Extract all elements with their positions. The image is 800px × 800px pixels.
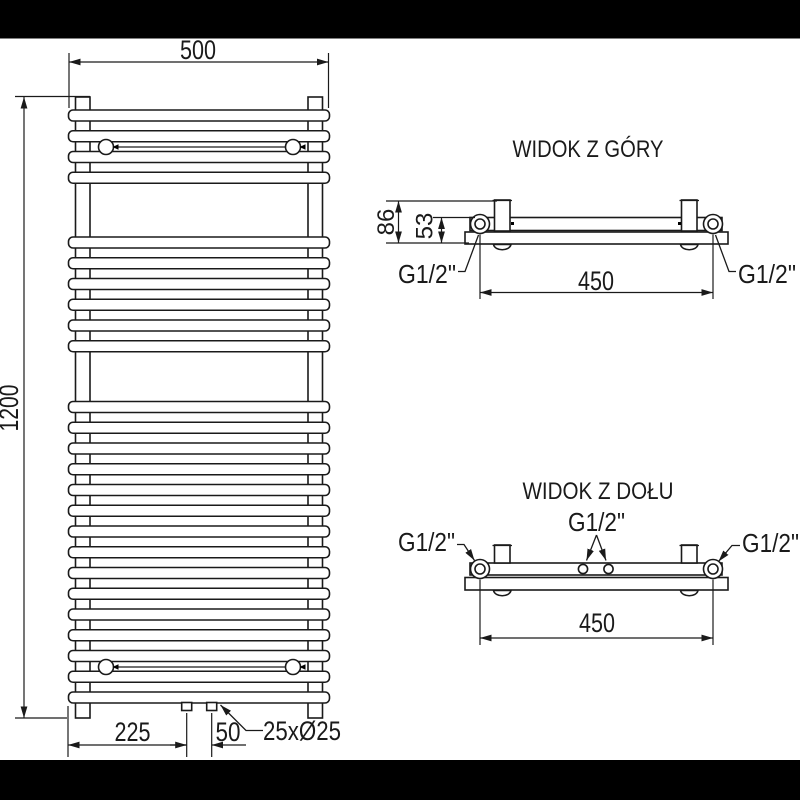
bottom-conn-label-left: G1/2" bbox=[398, 527, 476, 561]
top-stub-right bbox=[680, 199, 698, 232]
tube-bar bbox=[67, 109, 331, 122]
tube-bar bbox=[67, 171, 331, 185]
bracket-circle bbox=[284, 138, 302, 156]
dim-label-86: 86 bbox=[373, 209, 400, 236]
dim-label-225: 225 bbox=[115, 717, 151, 747]
top-stub-left bbox=[493, 199, 511, 232]
dim-label-50: 50 bbox=[216, 717, 241, 747]
bottom-connection-stub-right bbox=[205, 701, 218, 712]
dim-label-53: 53 bbox=[412, 213, 439, 240]
tube-bar bbox=[67, 483, 331, 497]
bottom-center-connections bbox=[577, 563, 614, 575]
letterbox-top bbox=[0, 0, 800, 39]
top-side-connection-left bbox=[469, 213, 491, 235]
dim-label-1200: 1200 bbox=[0, 385, 24, 432]
svg-text:G1/2": G1/2" bbox=[398, 527, 455, 557]
tube-bar bbox=[67, 319, 331, 332]
tube-bar bbox=[67, 691, 331, 704]
bottom-stub-left bbox=[493, 544, 511, 564]
front-view: 500 1200 225 50 25xØ25 bbox=[0, 35, 341, 757]
dim-width-500: 500 bbox=[68, 35, 330, 108]
bracket-foot bbox=[679, 243, 699, 251]
letterbox-bottom bbox=[0, 760, 800, 800]
tube-bar bbox=[67, 462, 331, 476]
tube-bar bbox=[67, 421, 331, 435]
svg-text:G1/2": G1/2" bbox=[568, 507, 625, 537]
tube-bar bbox=[67, 670, 331, 684]
tube-bar bbox=[67, 504, 331, 518]
tube-bar bbox=[67, 608, 331, 621]
tube-spec-label: 25xØ25 bbox=[263, 716, 341, 746]
tube-bar bbox=[67, 339, 331, 353]
tube-bar bbox=[67, 525, 331, 538]
svg-text:G1/2": G1/2" bbox=[398, 259, 456, 289]
bottom-tube bbox=[469, 562, 723, 576]
tube-bar bbox=[67, 298, 331, 312]
bracket-foot bbox=[679, 589, 699, 597]
bottom-side-connection-left bbox=[469, 558, 491, 580]
top-side-connection-right bbox=[702, 213, 724, 235]
bottom-rail bbox=[464, 576, 729, 591]
dim-bottom-connections: 225 50 bbox=[67, 706, 246, 757]
bottom-stub-right bbox=[680, 544, 698, 564]
top-rail bbox=[464, 231, 729, 245]
svg-text:G1/2": G1/2" bbox=[742, 528, 799, 558]
tube-bar bbox=[67, 628, 331, 642]
tube-bar bbox=[67, 566, 331, 580]
tube-bar bbox=[67, 400, 331, 414]
bracket-circle bbox=[97, 658, 115, 676]
tube-bars bbox=[67, 109, 331, 704]
bottom-view: WIDOK Z DOŁU G1/2" bbox=[398, 478, 799, 645]
bracket-circle bbox=[284, 658, 302, 676]
bracket-foot bbox=[492, 589, 512, 597]
bottom-connection-stub-left bbox=[180, 701, 193, 712]
tube-bar bbox=[67, 442, 331, 455]
bottom-conn-label-center: G1/2" bbox=[568, 507, 625, 561]
dim-label-500: 500 bbox=[180, 35, 216, 65]
tube-bar bbox=[67, 277, 331, 291]
bottom-view-title: WIDOK Z DOŁU bbox=[523, 478, 674, 505]
bottom-side-connection-right bbox=[702, 558, 724, 580]
tube-bar bbox=[67, 649, 331, 663]
bottom-conn-label-right: G1/2" bbox=[718, 528, 799, 562]
top-view-title: WIDOK Z GÓRY bbox=[513, 136, 664, 163]
bottom-mounting-brackets bbox=[97, 658, 306, 676]
top-conn-label-right: G1/2" bbox=[714, 234, 796, 289]
top-conn-label-left: G1/2" bbox=[398, 234, 480, 289]
top-mounting-brackets bbox=[97, 138, 306, 156]
tube-bar bbox=[67, 256, 331, 270]
dim-height-1200: 1200 bbox=[0, 95, 90, 719]
svg-text:G1/2": G1/2" bbox=[738, 259, 796, 289]
dim-bottom-450: 450 bbox=[479, 579, 714, 645]
dim-label-450-top: 450 bbox=[578, 266, 614, 296]
bracket-foot bbox=[492, 243, 512, 251]
bracket-circle bbox=[97, 138, 115, 156]
dim-top-450: 450 bbox=[479, 234, 714, 299]
tube-bar bbox=[67, 150, 331, 164]
tube-bar bbox=[67, 545, 331, 559]
tube-bar bbox=[67, 129, 331, 143]
dim-depth-86: 86 bbox=[373, 200, 497, 244]
dim-bracket-53: 53 bbox=[412, 213, 475, 243]
tube-bar bbox=[67, 587, 331, 601]
tube-bar bbox=[67, 236, 331, 249]
tube-spec-callout: 25xØ25 bbox=[220, 704, 341, 746]
dim-label-450-bottom: 450 bbox=[579, 608, 615, 638]
top-view: WIDOK Z GÓRY 86 bbox=[373, 136, 796, 299]
